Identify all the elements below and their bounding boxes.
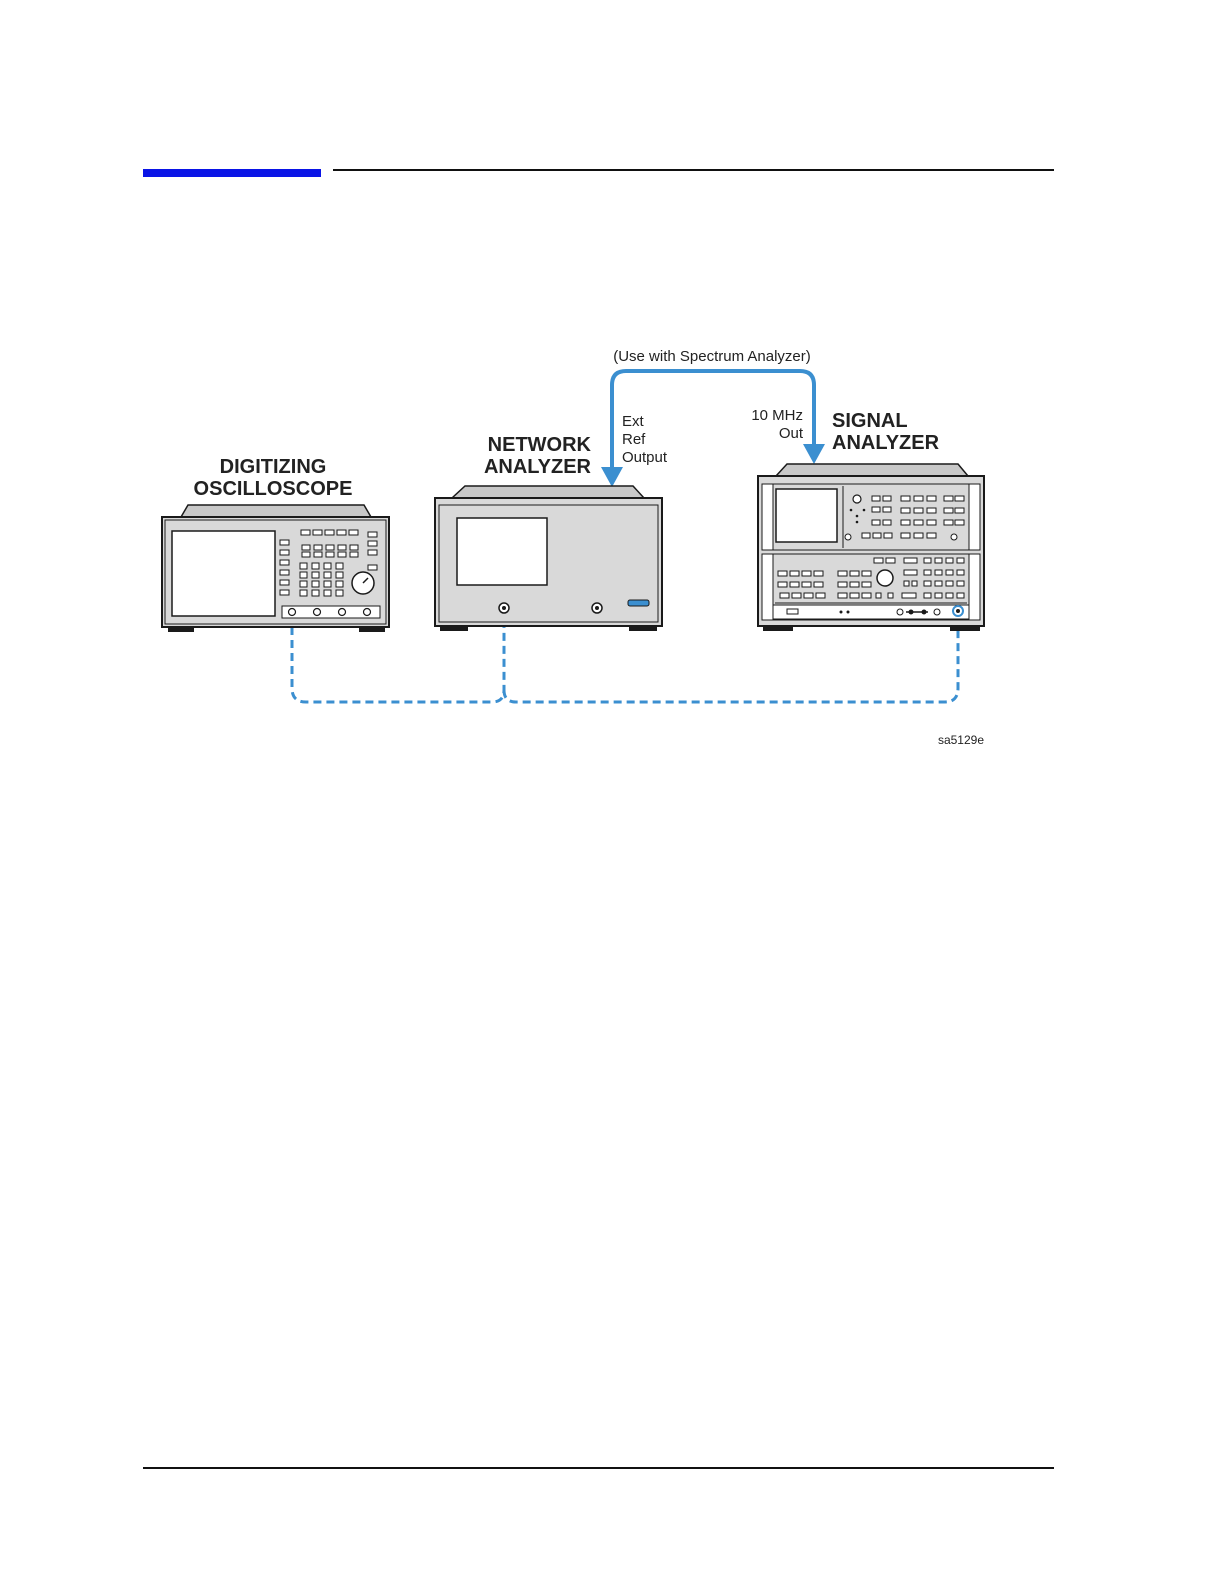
signal-analyzer-label-line: SIGNAL bbox=[832, 410, 908, 432]
network-analyzer-label: NETWORK ANALYZER bbox=[484, 434, 592, 478]
network-analyzer-label-line: NETWORK bbox=[488, 434, 592, 456]
ext-ref-output-line: Ext bbox=[622, 413, 645, 430]
ext-ref-output-label: Ext Ref Output bbox=[622, 413, 668, 466]
signal-analyzer-label-line: ANALYZER bbox=[832, 432, 940, 454]
mhz-out-line: 10 MHz bbox=[751, 407, 803, 424]
ext-ref-output-line: Ref bbox=[622, 431, 646, 448]
oscilloscope-instrument bbox=[162, 505, 389, 632]
oscilloscope-label-line: OSCILLOSCOPE bbox=[194, 478, 353, 500]
mhz-out-label: 10 MHz Out bbox=[751, 407, 804, 442]
network-analyzer-instrument bbox=[435, 486, 662, 631]
route-label: (Use with Spectrum Analyzer) bbox=[613, 348, 811, 365]
mhz-out-line: Out bbox=[779, 425, 804, 442]
oscilloscope-label-line: DIGITIZING bbox=[220, 456, 327, 478]
network-analyzer-label-line: ANALYZER bbox=[484, 456, 592, 478]
arrow-to-signal-analyzer bbox=[803, 444, 825, 464]
signal-analyzer-instrument bbox=[758, 464, 984, 631]
figure-id: sa5129e bbox=[938, 733, 984, 747]
arrow-to-network-analyzer bbox=[601, 467, 623, 487]
ext-ref-output-line: Output bbox=[622, 449, 668, 466]
signal-analyzer-label: SIGNAL ANALYZER bbox=[832, 410, 940, 454]
oscilloscope-label: DIGITIZING OSCILLOSCOPE bbox=[194, 456, 353, 500]
